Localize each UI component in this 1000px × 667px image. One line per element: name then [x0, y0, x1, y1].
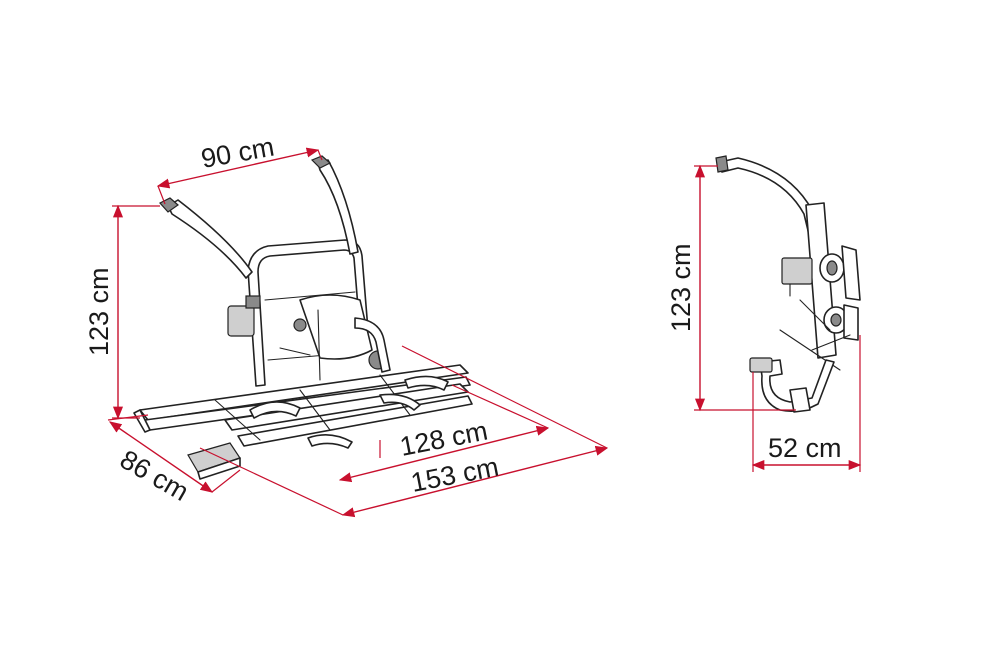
dimension-123cm-left: 123 cm — [84, 204, 160, 420]
dimension-90cm: 90 cm — [156, 132, 323, 205]
rack-side-view-drawing — [715, 155, 861, 413]
label-123cm-right: 123 cm — [666, 243, 696, 332]
label-86cm: 86 cm — [115, 444, 194, 507]
label-90cm: 90 cm — [199, 132, 277, 174]
label-52cm: 52 cm — [768, 433, 842, 463]
dimension-123cm-right: 123 cm — [666, 164, 796, 412]
rack-perspective-drawing — [133, 155, 473, 480]
dimension-52cm: 52 cm — [751, 335, 862, 472]
label-153cm: 153 cm — [408, 452, 501, 498]
label-123cm-left: 123 cm — [84, 267, 114, 356]
